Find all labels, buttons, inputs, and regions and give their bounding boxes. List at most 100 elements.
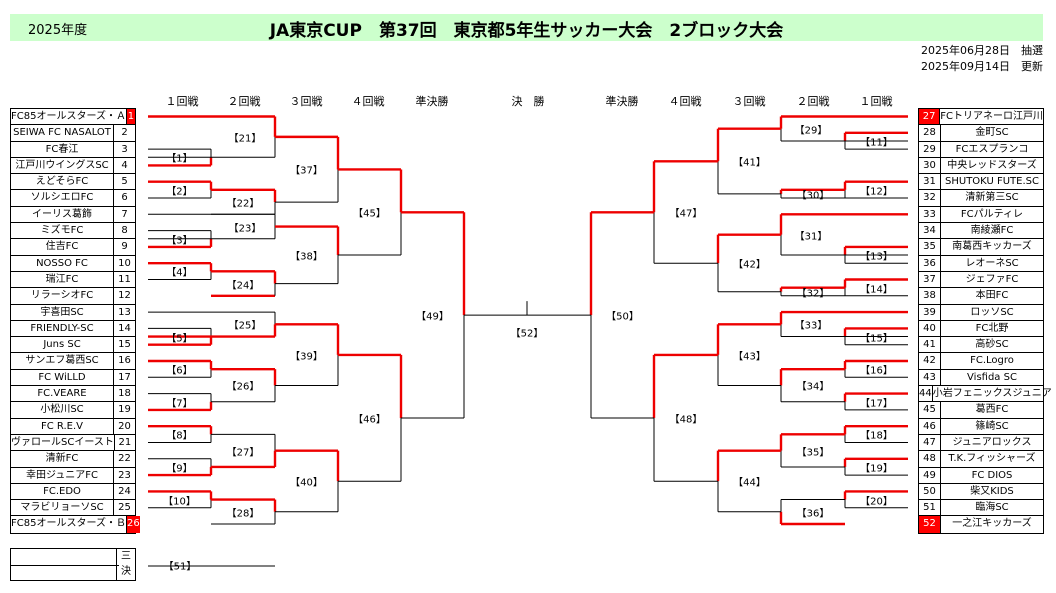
match-number: 【47】 (669, 208, 703, 220)
seed-number: 6 (113, 190, 135, 206)
match-number: 【40】 (290, 477, 323, 489)
match-number: 【17】 (860, 398, 893, 410)
match-number: 【9】 (166, 463, 193, 475)
team-name: ヴァロールSCイースト (11, 436, 114, 448)
season-year: 2025年度 (28, 23, 88, 38)
team-name: 金町SC (975, 127, 1009, 139)
team-name: 南葛西キッカーズ (952, 241, 1032, 253)
round-label-final: 決 勝 (511, 95, 545, 108)
seed-number: 21 (113, 434, 135, 451)
team-name: 小松川SC (40, 404, 84, 416)
seed-number: 2 (113, 125, 135, 141)
seed-number: 10 (113, 255, 135, 271)
team-name: Juns SC (43, 339, 81, 351)
match-number: 【52】 (510, 328, 544, 340)
team-name: FC春江 (45, 143, 79, 155)
seed-number: 19 (113, 402, 135, 418)
seed-number: 43 (919, 369, 941, 386)
team-name: 中央レッドスターズ (947, 159, 1037, 171)
team-row: FC.EDO 24 (11, 483, 135, 501)
seed-number: 17 (113, 369, 135, 386)
match-number: 【46】 (353, 414, 386, 426)
seed-number: 24 (113, 483, 135, 500)
match-number: 【49】 (416, 311, 449, 323)
match-number: 【13】 (860, 251, 893, 263)
match-number: 【8】 (166, 430, 193, 442)
round-label-left-r3: ３回戦 (289, 95, 323, 108)
match-number: 【31】 (794, 231, 828, 243)
match-number: 【43】 (733, 351, 766, 363)
third-place-table: 三 決 (10, 548, 136, 581)
round-label-right-r1: １回戦 (859, 95, 893, 108)
draw-date: 2025年06月28日 抽選 (921, 44, 1043, 57)
match-number: 【5】 (166, 333, 193, 345)
match-number: 【23】 (228, 223, 262, 235)
match-number: 【22】 (226, 198, 260, 210)
seed-number: 40 (919, 320, 941, 337)
match-number: 【25】 (228, 320, 262, 332)
seed-number: 31 (919, 174, 941, 190)
seed-number: 4 (113, 157, 135, 174)
match-number: 【30】 (796, 190, 830, 202)
seed-number: 25 (113, 500, 135, 516)
team-name: FC.EDO (43, 485, 81, 497)
seed-number: 14 (113, 320, 135, 337)
seed-number: 35 (919, 239, 941, 255)
divider (11, 565, 119, 566)
team-name: 高砂SC (975, 339, 1009, 351)
update-date: 2025年09月14日 更新 (921, 60, 1043, 73)
round-label-left-sf: 準決勝 (415, 95, 449, 108)
seed-number: 34 (919, 223, 941, 239)
match-number: 【38】 (290, 251, 323, 263)
seed-number: 51 (919, 500, 941, 516)
match-number: 【29】 (794, 125, 828, 137)
match-number: 【24】 (226, 280, 260, 292)
round-label-right-r4: ４回戦 (668, 95, 702, 108)
team-name: イーリス葛飾 (32, 208, 92, 220)
match-number: 【6】 (166, 365, 193, 377)
team-name: SHUTOKU FUTE.SC (945, 176, 1039, 188)
match-number: 【35】 (796, 447, 830, 459)
team-row: 35 南葛西キッカーズ (919, 239, 1043, 256)
team-name: 篠崎SC (975, 420, 1009, 432)
match-number: 【18】 (860, 430, 893, 442)
team-row: 41 高砂SC (919, 337, 1043, 354)
match-number: 【28】 (226, 508, 260, 520)
match-number: 【41】 (733, 157, 766, 169)
team-name: 柴又KIDS (970, 485, 1014, 497)
match-number: 【7】 (166, 398, 193, 410)
team-name: 葛西FC (975, 404, 1009, 416)
seed-number: 50 (919, 483, 941, 500)
team-name: FC DIOS (971, 469, 1013, 481)
team-name: FCパルティレ (960, 208, 1024, 220)
seed-number: 41 (919, 337, 941, 353)
team-name: FC北野 (975, 322, 1009, 334)
seed-number: 37 (919, 271, 941, 288)
team-name: リラーシオFC (30, 290, 94, 302)
seed-number: 32 (919, 190, 941, 206)
match-number: 【32】 (796, 288, 830, 300)
match-number: 【50】 (606, 311, 639, 323)
seed-number: 26 (125, 516, 140, 533)
seed-number: 8 (113, 223, 135, 239)
